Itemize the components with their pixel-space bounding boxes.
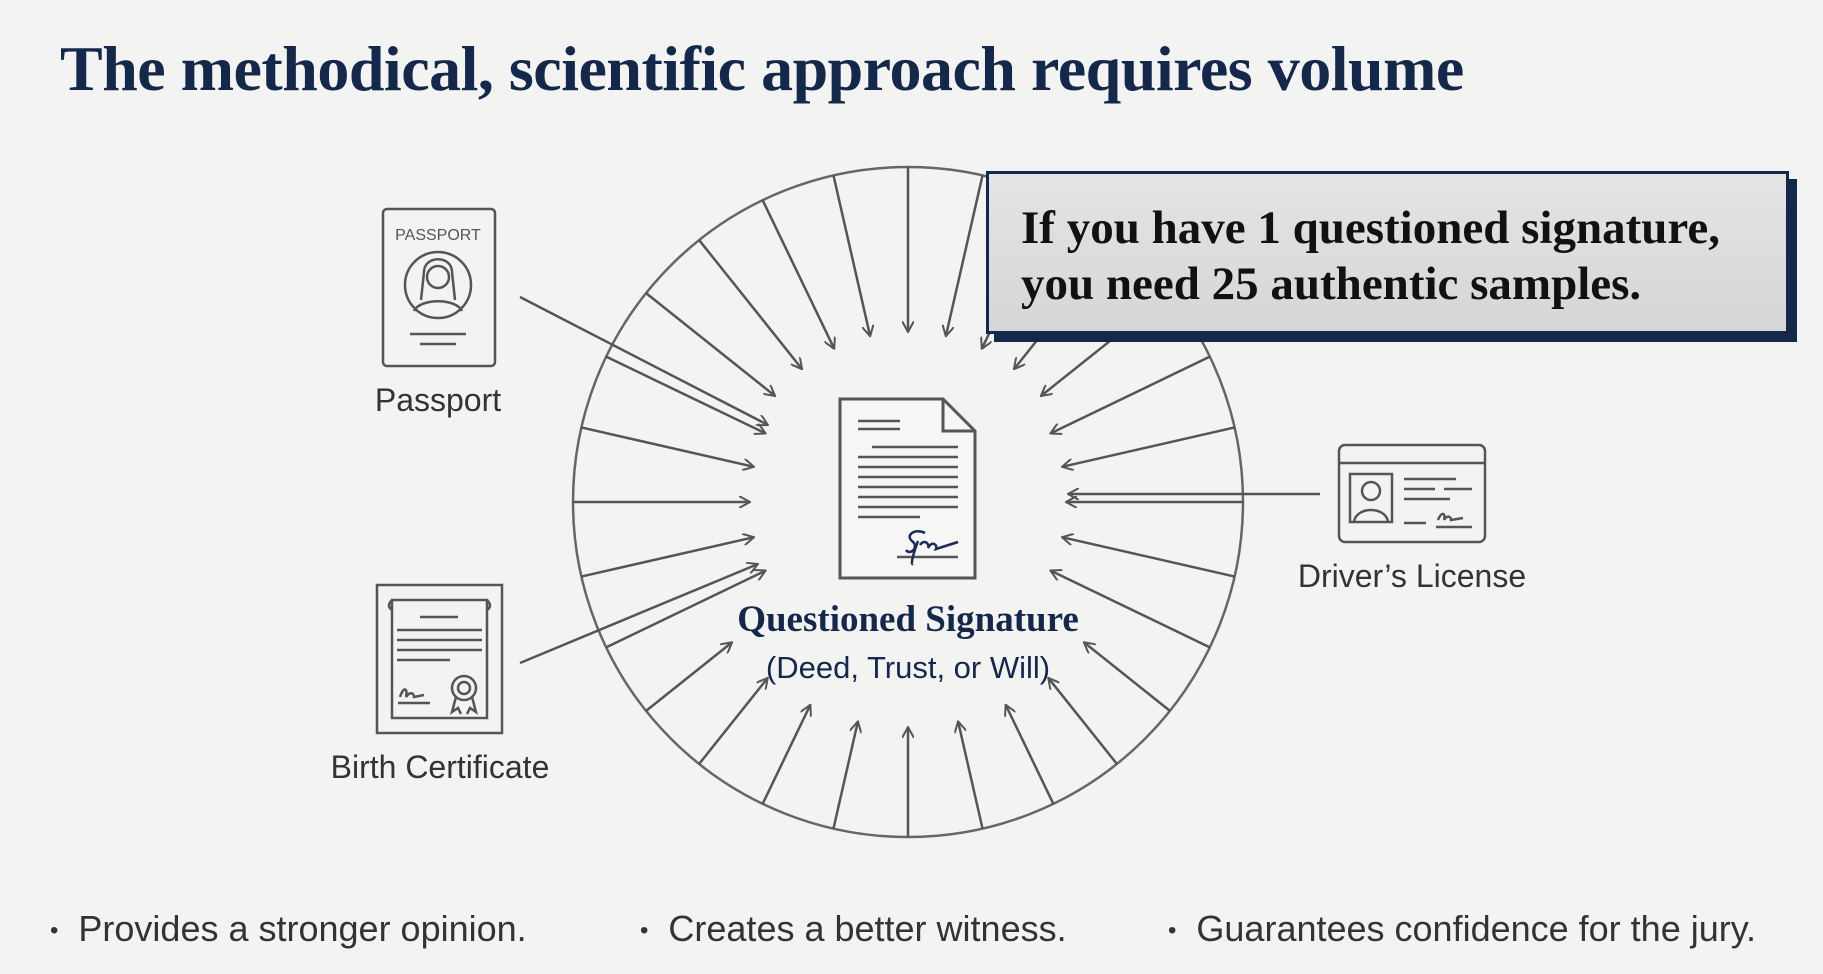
page-title: The methodical, scientific approach requ…	[60, 33, 1464, 104]
bullet-item: • Creates a better witness.	[640, 908, 1067, 950]
sample-arrow	[605, 355, 765, 434]
passport-icon	[381, 207, 497, 368]
bullet-text: Guarantees confidence for the jury.	[1196, 908, 1757, 949]
sample-arrow	[581, 426, 754, 466]
sample-arrow	[761, 705, 811, 805]
sample-arrow	[946, 175, 984, 336]
birth-certificate-icon	[375, 583, 504, 735]
sample-arrow	[832, 175, 870, 336]
birth-certificate-label: Birth Certificate	[330, 749, 550, 785]
bullet-text: Provides a stronger opinion.	[78, 908, 527, 949]
questioned-signature-label: Questioned Signature	[737, 599, 1079, 640]
callout-line-2: you need 25 authentic samples.	[1021, 258, 1642, 310]
sample-arrow	[1062, 537, 1235, 578]
sample-requirement-callout: If you have 1 questioned signature, you …	[986, 171, 1789, 334]
sample-arrow	[1050, 355, 1211, 434]
signature-scribble	[904, 530, 959, 566]
sample-arrow	[698, 239, 802, 369]
sample-arrow	[832, 721, 857, 829]
questioned-signature-sublabel: (Deed, Trust, or Will)	[765, 650, 1051, 685]
sample-arrow	[1048, 678, 1118, 765]
sample-arrow	[698, 678, 768, 765]
sample-arrow	[605, 571, 765, 649]
bullet-item: • Provides a stronger opinion.	[50, 908, 527, 950]
sample-arrow	[1062, 426, 1235, 466]
drivers-license-icon	[1337, 443, 1487, 544]
sample-arrow	[581, 537, 754, 578]
passport-label: Passport	[374, 382, 502, 418]
sample-arrow	[958, 721, 984, 829]
sample-arrow	[645, 642, 732, 712]
sample-arrow	[645, 292, 775, 396]
sample-arrow	[1050, 571, 1211, 649]
bullet-dot-icon: •	[640, 917, 649, 945]
sample-arrow	[1006, 705, 1055, 805]
drivers-license-label: Driver’s License	[1297, 558, 1527, 594]
passport-icon-text: PASSPORT	[395, 227, 481, 244]
callout-line-1: If you have 1 questioned signature,	[1021, 202, 1721, 254]
signed-document-icon	[838, 397, 977, 580]
birth-certificate-arrow	[519, 564, 758, 665]
bullet-dot-icon: •	[1168, 917, 1177, 945]
sample-arrow	[1084, 642, 1171, 712]
passport-arrow	[519, 295, 768, 425]
bullet-dot-icon: •	[50, 917, 59, 945]
bullet-item: • Guarantees confidence for the jury.	[1168, 908, 1756, 950]
bullet-text: Creates a better witness.	[668, 908, 1067, 949]
sample-arrow	[761, 199, 835, 349]
